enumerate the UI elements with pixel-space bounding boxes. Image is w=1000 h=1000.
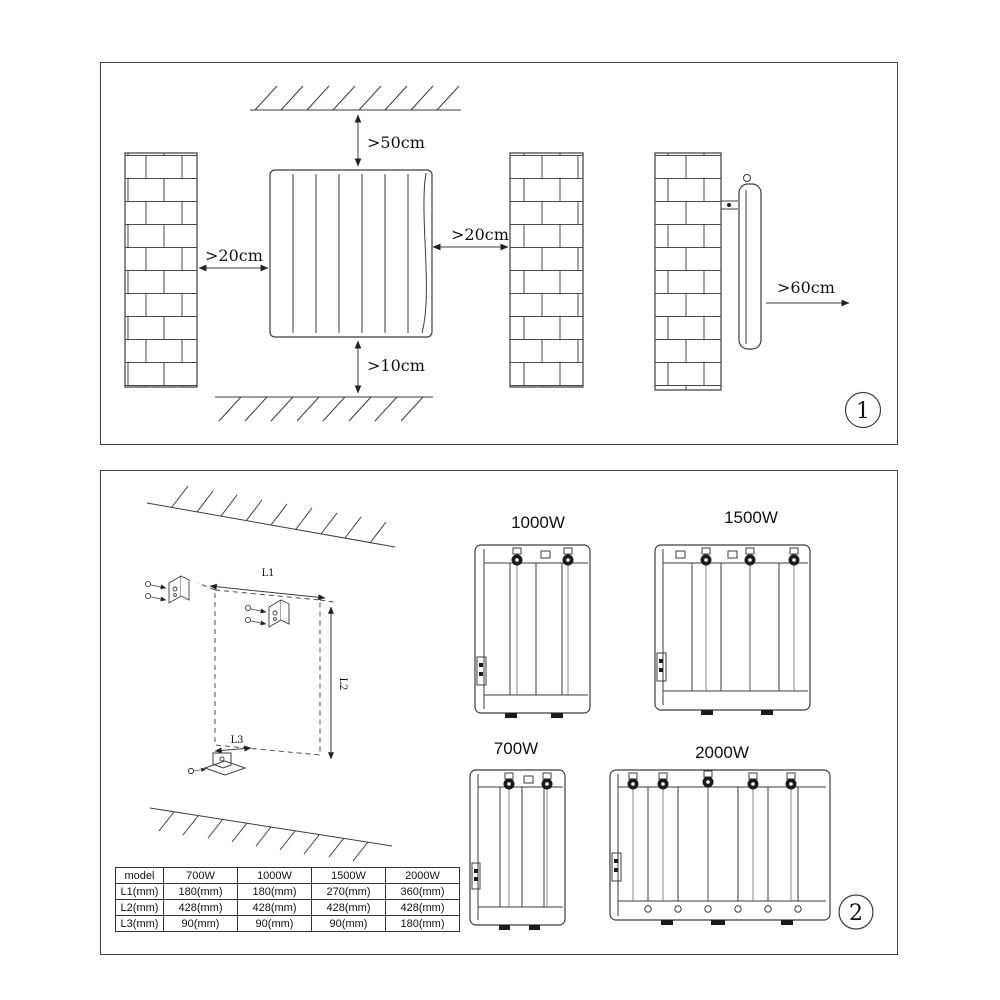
table-header-model: model <box>115 867 164 884</box>
side-view-figure: >60cm <box>654 152 850 391</box>
table-cell: 90(mm) <box>237 915 312 932</box>
table-cell: 180(mm) <box>163 883 238 900</box>
table-row-l3: L3(mm) 90(mm) 90(mm) 90(mm) 180(mm) <box>115 915 460 932</box>
table-cell: 180(mm) <box>237 883 312 900</box>
brick-wall-right <box>509 152 584 388</box>
dim-l1-label: L1 <box>261 568 274 579</box>
table-cell: 270(mm) <box>311 883 386 900</box>
table-cell: L1(mm) <box>115 883 164 900</box>
foot <box>529 925 540 930</box>
heater-1000w-label: 1000W <box>511 513 565 532</box>
step-number-2: 2 <box>849 901 863 926</box>
table-row-l1: L1(mm) 180(mm) 180(mm) 270(mm) 360(mm) <box>115 883 460 900</box>
heater-2000w-figure: 2000W <box>609 743 831 925</box>
foot <box>505 713 517 718</box>
table-header-700w: 700W <box>163 867 238 884</box>
clearance-right-arrow: >20cm <box>432 225 509 251</box>
dim-l2: L2 <box>327 606 348 760</box>
heater-1000w-figure: 1000W <box>474 513 591 718</box>
heater-1500w-label: 1500W <box>724 508 778 527</box>
brick-wall-side <box>654 152 722 391</box>
brick-wall-left <box>124 152 198 388</box>
heater-1500w-figure: 1500W <box>654 508 811 715</box>
heater-2000w-label: 2000W <box>695 743 749 762</box>
ceiling-hatch-iso <box>146 485 396 548</box>
foot <box>661 920 673 925</box>
control-box <box>476 656 487 686</box>
clearance-top-arrow: >50cm <box>354 114 425 167</box>
clearance-front-label: >60cm <box>777 278 835 297</box>
table-cell: 90(mm) <box>311 915 386 932</box>
table-cell: L3(mm) <box>115 915 164 932</box>
control-box <box>611 852 622 882</box>
table-header-row: model 700W 1000W 1500W 2000W <box>115 867 460 884</box>
floor-hatch-iso <box>149 807 393 862</box>
clearance-left-label: >20cm <box>205 246 263 265</box>
table-header-1500w: 1500W <box>311 867 386 884</box>
clearance-bottom-arrow: >10cm <box>354 340 425 394</box>
foot <box>701 710 713 715</box>
clearance-front-arrow: >60cm <box>766 278 850 307</box>
clearance-drawing: >50cm >20cm >20cm >10cm <box>124 85 882 429</box>
table-cell: 428(mm) <box>385 899 460 916</box>
wall-mount-diagram: L1 L2 L3 <box>145 568 348 776</box>
table-cell: 360(mm) <box>385 883 460 900</box>
control-box <box>656 652 667 682</box>
ceiling-hatch <box>250 85 461 111</box>
table-cell: 428(mm) <box>163 899 238 916</box>
mount-bracket-dot <box>727 203 731 207</box>
wall-bracket-1 <box>145 576 189 603</box>
dim-l3-label: L3 <box>230 735 243 746</box>
clearance-left-arrow: >20cm <box>198 246 269 272</box>
table-header-2000w: 2000W <box>385 867 460 884</box>
foot <box>499 925 510 930</box>
dim-l3: L3 <box>214 735 252 754</box>
floor-bracket <box>187 752 247 776</box>
mounting-drawing: L1 L2 L3 <box>101 485 874 930</box>
heater-700w-figure: 700W <box>469 739 566 930</box>
wall-bracket-2 <box>245 600 289 627</box>
table-cell: 180(mm) <box>385 915 460 932</box>
radiator-front-view <box>269 169 433 338</box>
table-cell: L2(mm) <box>115 899 164 916</box>
clearance-top-label: >50cm <box>367 133 425 152</box>
table-header-1000w: 1000W <box>237 867 312 884</box>
control-box <box>471 862 481 890</box>
dim-l2-label: L2 <box>337 677 348 690</box>
heater-700w-label: 700W <box>494 739 538 758</box>
foot <box>711 920 725 925</box>
table-row-l2: L2(mm) 428(mm) 428(mm) 428(mm) 428(mm) <box>115 899 460 916</box>
step-badge-2: 2 <box>838 894 874 930</box>
step-badge-1: 1 <box>844 391 882 429</box>
clearance-bottom-label: >10cm <box>367 356 425 375</box>
panel-1-clearance-diagram: >50cm >20cm >20cm >10cm <box>100 62 898 445</box>
floor-hatch <box>215 396 433 422</box>
foot <box>551 713 563 718</box>
radiator-side-view <box>721 174 762 350</box>
table-cell: 428(mm) <box>311 899 386 916</box>
step-number-1: 1 <box>856 399 870 424</box>
table-cell: 90(mm) <box>163 915 238 932</box>
foot <box>761 710 773 715</box>
clearance-right-label: >20cm <box>451 225 509 244</box>
dimension-table: model 700W 1000W 1500W 2000W L1(mm) 180(… <box>115 867 460 932</box>
table-cell: 428(mm) <box>237 899 312 916</box>
dim-l1: L1 <box>209 568 326 601</box>
panel-2-mounting-diagram: L1 L2 L3 <box>100 470 898 955</box>
foot <box>781 920 793 925</box>
